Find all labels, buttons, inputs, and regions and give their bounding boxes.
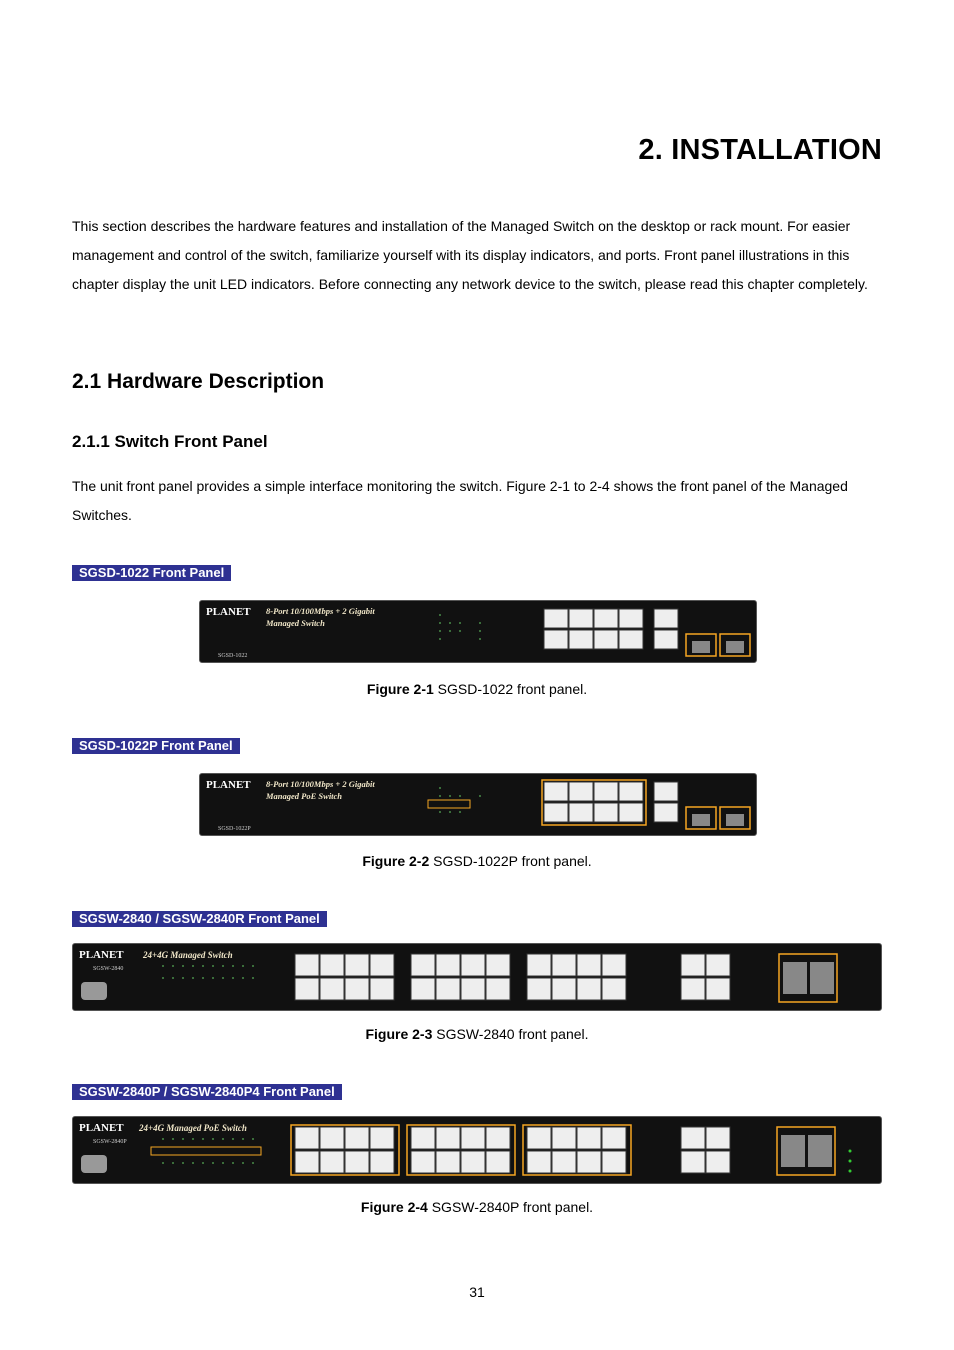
switch-front-panel-image: PLANET 24+4G Managed Switch SGSW-2840 (72, 943, 882, 1011)
brand-logo: PLANET (79, 1122, 124, 1134)
brand-logo: PLANET (79, 949, 124, 961)
page-number: 31 (469, 1284, 485, 1300)
figure-label: SGSW-2840 / SGSW-2840R Front Panel (72, 911, 327, 927)
brand-logo: PLANET (206, 606, 251, 618)
switch-front-panel-image: PLANET 24+4G Managed PoE Switch SGSW-284… (72, 1116, 882, 1184)
figure-label: SGSD-1022 Front Panel (72, 565, 232, 581)
switch-front-panel-image: PLANET 8-Port 10/100Mbps + 2 Gigabit Man… (199, 773, 757, 836)
figure-label: SGSW-2840P / SGSW-2840P4 Front Panel (72, 1084, 342, 1100)
svg-text:24+4G Managed PoE Switch: 24+4G Managed PoE Switch (138, 1123, 247, 1133)
chapter-title: 2. INSTALLATION (638, 134, 882, 166)
svg-text:8-Port 10/100Mbps + 2 Gigabit: 8-Port 10/100Mbps + 2 Gigabit (266, 779, 375, 789)
switch-front-panel-image: PLANET 8-Port 10/100Mbps + 2 Gigabit Man… (199, 600, 757, 663)
figure-label: SGSD-1022P Front Panel (72, 738, 240, 754)
intro-paragraph: This section describes the hardware feat… (72, 218, 868, 292)
figure-caption: Figure 2-2 SGSD-1022P front panel. (362, 853, 592, 869)
svg-text:SGSD-1022P: SGSD-1022P (218, 826, 251, 832)
svg-text:SGSW-2840: SGSW-2840 (93, 966, 123, 972)
svg-text:8-Port 10/100Mbps + 2 Gigabit: 8-Port 10/100Mbps + 2 Gigabit (266, 606, 375, 616)
subsection-heading: 2.1.1 Switch Front Panel (72, 432, 268, 451)
svg-text:Managed Switch: Managed Switch (265, 618, 325, 628)
svg-text:SGSW-2840P: SGSW-2840P (93, 1139, 127, 1145)
figure-caption: Figure 2-1 SGSD-1022 front panel. (366, 681, 588, 697)
figure-caption: Figure 2-4 SGSW-2840P front panel. (360, 1199, 594, 1215)
figure-caption: Figure 2-3 SGSW-2840 front panel. (365, 1026, 589, 1042)
brand-logo: PLANET (206, 779, 251, 791)
front-panel-paragraph: The unit front panel provides a simple i… (72, 478, 848, 523)
svg-text:SGSD-1022: SGSD-1022 (218, 653, 247, 659)
section-heading: 2.1 Hardware Description (72, 370, 325, 393)
svg-text:Managed PoE Switch: Managed PoE Switch (265, 791, 342, 801)
svg-text:24+4G Managed Switch: 24+4G Managed Switch (142, 950, 233, 960)
